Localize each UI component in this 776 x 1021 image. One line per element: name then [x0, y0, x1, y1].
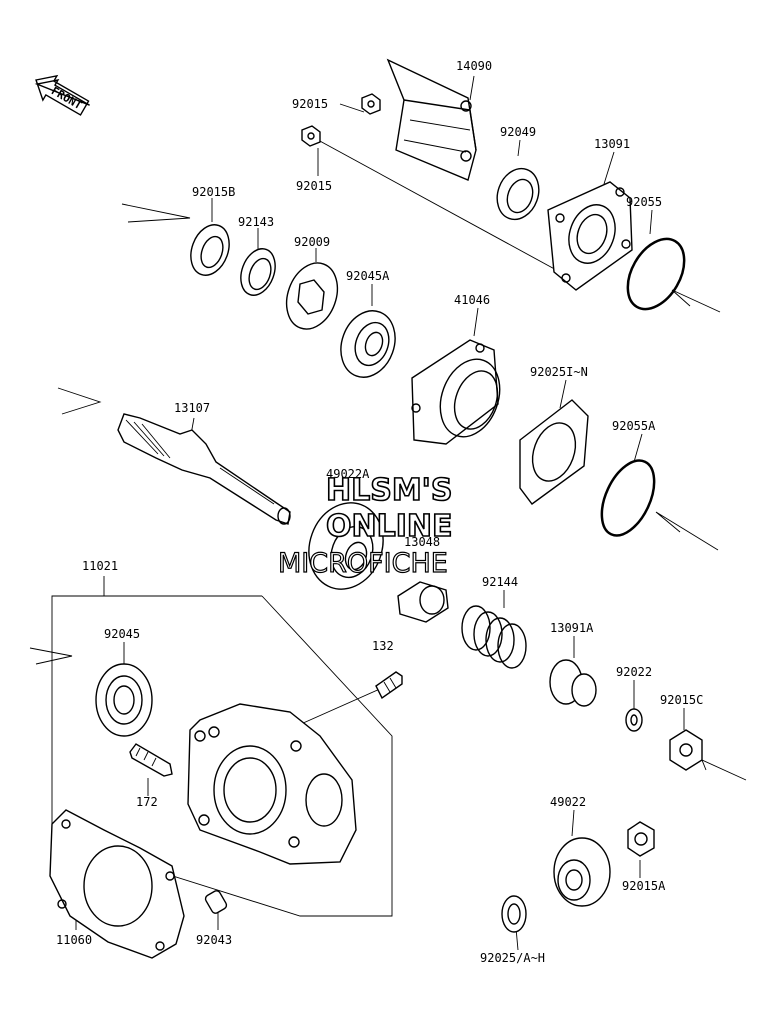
- label-92009[interactable]: 92009: [294, 235, 330, 249]
- part-92015-nut-upper[interactable]: [361, 93, 381, 115]
- part-14090-cover[interactable]: [386, 58, 477, 181]
- label-132[interactable]: 132: [372, 639, 394, 653]
- label-11021[interactable]: 11021: [82, 559, 118, 573]
- part-92015-nut-lower[interactable]: [301, 125, 321, 147]
- label-41046[interactable]: 41046: [454, 293, 490, 307]
- label-13091[interactable]: 13091: [594, 137, 630, 151]
- part-92015C-nut[interactable]: [669, 729, 703, 771]
- part-11021-case[interactable]: [187, 703, 357, 865]
- label-92143[interactable]: 92143: [238, 215, 274, 229]
- label-92055A[interactable]: 92055A: [612, 419, 656, 433]
- label-92045A[interactable]: 92045A: [346, 269, 390, 283]
- part-172-stud[interactable]: [129, 743, 173, 777]
- label-92025-A-H[interactable]: 92025/A~H: [480, 951, 545, 965]
- label-92015A[interactable]: 92015A: [622, 879, 666, 893]
- part-92045-bearing[interactable]: [95, 663, 153, 737]
- part-92045A-bearing[interactable]: [332, 303, 404, 385]
- part-92144-spring[interactable]: [461, 605, 527, 669]
- part-92049-seal[interactable]: [490, 163, 545, 226]
- watermark-line-2: ONLINE: [326, 509, 453, 544]
- part-92143-collar[interactable]: [235, 244, 281, 300]
- label-92015B[interactable]: 92015B: [192, 185, 235, 199]
- part-49022-gear[interactable]: [553, 837, 611, 907]
- part-132-bolt[interactable]: [375, 671, 403, 700]
- label-92015-upper[interactable]: 92015: [292, 97, 328, 111]
- part-13091A-cam[interactable]: [549, 659, 597, 707]
- part-92022-washer[interactable]: [625, 708, 643, 732]
- label-92022[interactable]: 92022: [616, 665, 652, 679]
- part-49022A-gear[interactable]: [297, 492, 395, 599]
- label-14090[interactable]: 14090: [456, 59, 492, 73]
- part-13107-shaft[interactable]: [117, 413, 291, 525]
- part-92025-A-H-shim[interactable]: [501, 895, 527, 933]
- part-92009-nut[interactable]: [278, 256, 346, 336]
- watermark-line-1: HLSM'S: [326, 473, 452, 508]
- front-arrow-icon: FRONT: [34, 74, 90, 116]
- label-92055[interactable]: 92055: [626, 195, 662, 209]
- label-13107[interactable]: 13107: [174, 401, 210, 415]
- part-92025I-N-gasket[interactable]: [519, 399, 589, 505]
- part-13048-coupling[interactable]: [397, 581, 449, 623]
- label-172[interactable]: 172: [136, 795, 158, 809]
- label-92049[interactable]: 92049: [500, 125, 536, 139]
- watermark: HLSM'S ONLINE MICROFICHE: [277, 472, 453, 579]
- label-92015C[interactable]: 92015C: [660, 693, 703, 707]
- part-92055-o-ring[interactable]: [616, 229, 696, 319]
- part-11060-gasket[interactable]: [49, 809, 185, 959]
- label-13091A[interactable]: 13091A: [550, 621, 594, 635]
- part-92055A-o-ring[interactable]: [591, 452, 665, 543]
- label-92144[interactable]: 92144: [482, 575, 518, 589]
- label-92045[interactable]: 92045: [104, 627, 140, 641]
- part-92015B-lock-nut[interactable]: [184, 219, 236, 280]
- watermark-line-3: MICROFICHE: [278, 548, 448, 579]
- part-13091-housing[interactable]: [547, 181, 633, 291]
- part-41046-housing[interactable]: [411, 339, 510, 445]
- label-11060[interactable]: 11060: [56, 933, 92, 947]
- label-13048[interactable]: 13048: [404, 535, 440, 549]
- label-49022[interactable]: 49022: [550, 795, 586, 809]
- label-92025I-N[interactable]: 92025I~N: [530, 365, 588, 379]
- part-labels: 14090 92015 92015 92049 13091 92015B 921…: [56, 59, 703, 965]
- label-92043[interactable]: 92043: [196, 933, 232, 947]
- part-92015A-nut[interactable]: [627, 821, 655, 857]
- part-92043-pin[interactable]: [204, 889, 228, 914]
- label-92015-lower[interactable]: 92015: [296, 179, 332, 193]
- label-49022A[interactable]: 49022A: [326, 467, 370, 481]
